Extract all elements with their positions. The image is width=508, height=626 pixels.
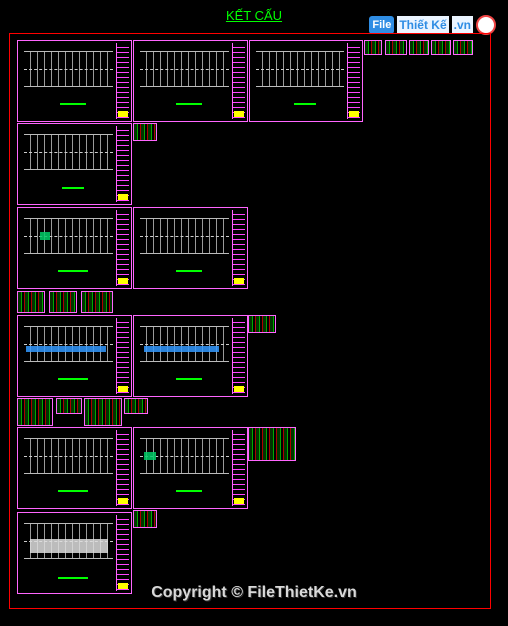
detail-thumb[interactable] — [124, 398, 148, 414]
filethietke-logo: File Thiết Kế .vn — [369, 12, 496, 38]
drawing-title: KẾT CẤU — [225, 8, 283, 23]
detail-table[interactable] — [248, 427, 296, 461]
drawing-frame — [9, 33, 491, 609]
sheet-beam-layout-2[interactable] — [133, 315, 248, 397]
detail-thumb[interactable] — [364, 40, 382, 55]
detail-thumb[interactable] — [17, 398, 53, 426]
sheet-floor-plan-3[interactable] — [17, 207, 132, 289]
sheet-roof-plan-2[interactable] — [133, 427, 248, 509]
detail-thumb[interactable] — [56, 398, 82, 414]
sheet-column-plan[interactable] — [133, 40, 248, 122]
detail-thumb[interactable] — [385, 40, 407, 55]
logo-suffix: .vn — [451, 16, 473, 34]
sheet-roof-framing[interactable] — [17, 512, 132, 594]
detail-thumb[interactable] — [431, 40, 451, 55]
detail-thumb[interactable] — [409, 40, 429, 55]
logo-text: Thiết Kế — [397, 16, 449, 34]
sheet-floor-plan-2[interactable] — [17, 123, 132, 205]
detail-thumb[interactable] — [248, 315, 276, 333]
detail-thumb[interactable] — [81, 291, 113, 313]
copyright-watermark: Copyright © FileThietKe.vn — [151, 584, 357, 601]
people-icon — [476, 15, 496, 35]
detail-thumb[interactable] — [133, 510, 157, 528]
sheet-foundation-plan[interactable] — [17, 40, 132, 122]
detail-thumb[interactable] — [17, 291, 45, 313]
sheet-roof-plan-1[interactable] — [17, 427, 132, 509]
detail-thumb[interactable] — [84, 398, 122, 426]
sheet-beam-layout-1[interactable] — [17, 315, 132, 397]
detail-thumb[interactable] — [133, 123, 157, 141]
sheet-floor-plan-4[interactable] — [133, 207, 248, 289]
detail-thumb[interactable] — [453, 40, 473, 55]
logo-badge: File — [369, 16, 395, 34]
sheet-beam-plan[interactable] — [249, 40, 363, 122]
detail-thumb[interactable] — [49, 291, 77, 313]
